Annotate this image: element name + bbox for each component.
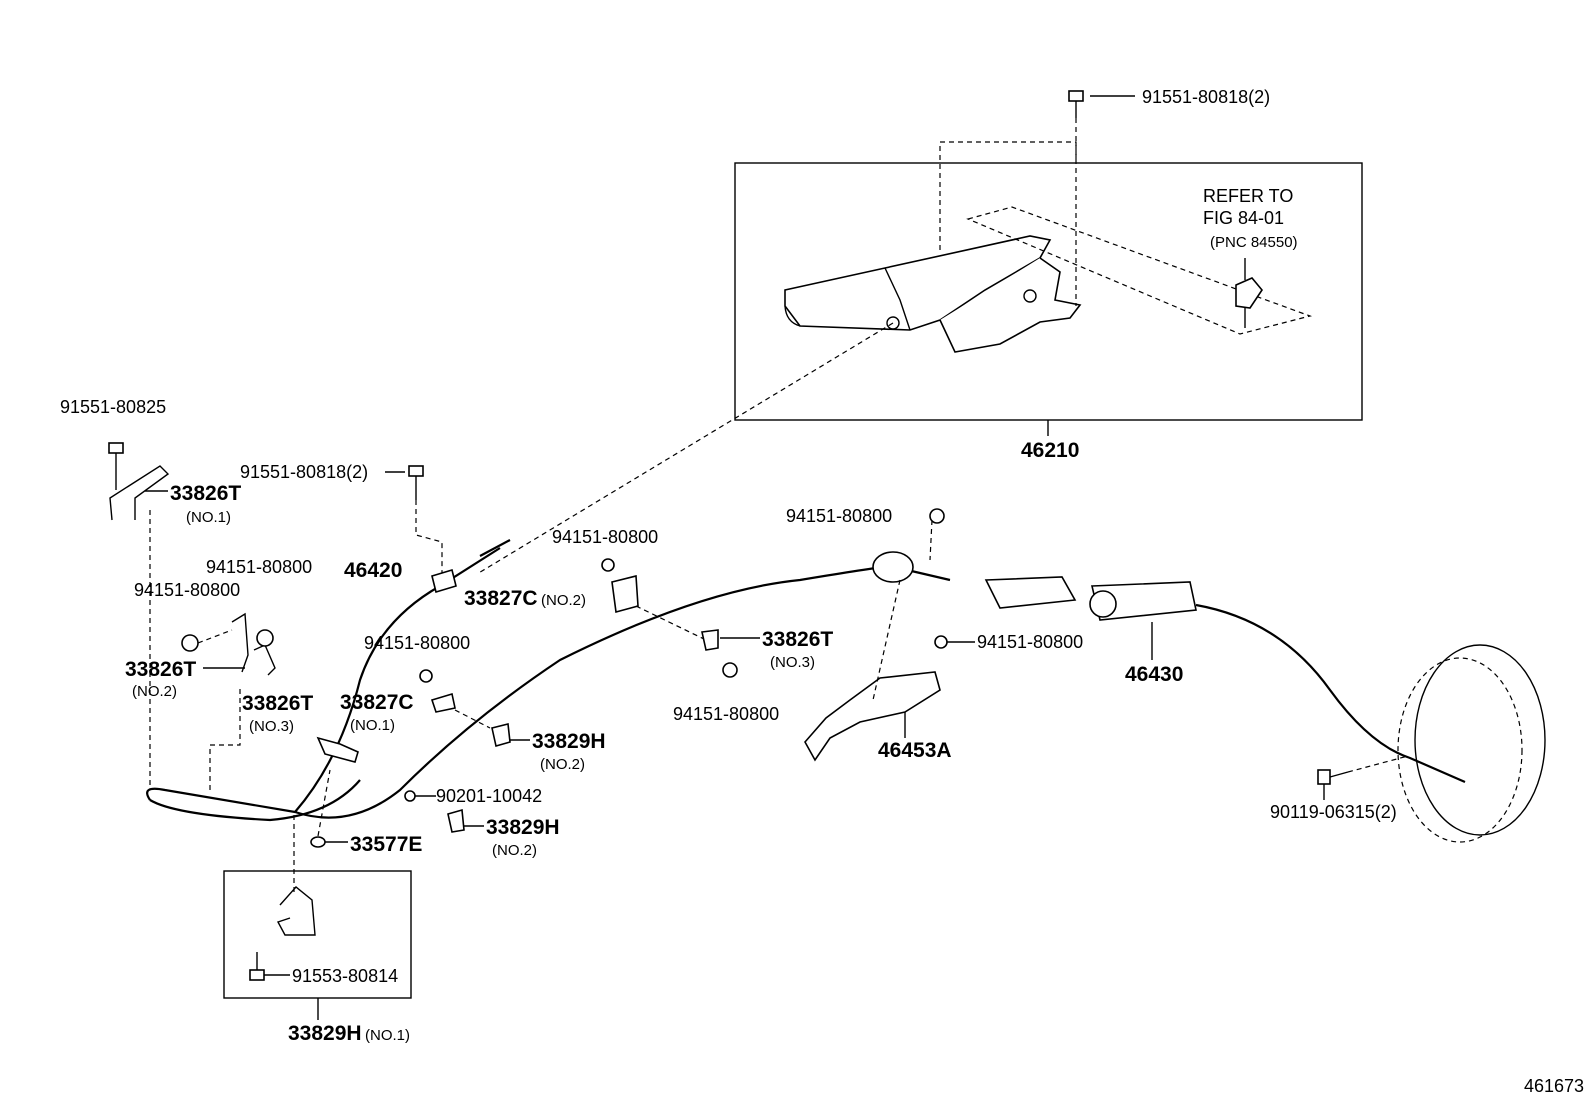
label-94151-80800-c: 94151-80800 [552,527,658,547]
label-91553-80814: 91553-80814 [292,966,398,986]
label-33829H-no2-b-sub: (NO.2) [492,842,537,859]
label-33826T-no2-sub: (NO.2) [132,683,177,700]
clip-33829H-no2 [491,723,511,748]
washer-icon [404,790,416,802]
bolt-icon [1068,90,1135,163]
clamp-33827C-no2 [431,568,457,594]
bracket-33826T-no3-right [701,629,719,651]
clamp-on-cable [316,736,359,763]
label-33826T-no2: 33826T [125,658,196,681]
label-33829H-no2-b: 33829H [486,816,560,839]
label-94151-80800-d: 94151-80800 [364,633,470,653]
bracket-33829H-no1 [276,886,316,936]
label-46420: 46420 [344,559,402,582]
bolt-icon [249,969,265,981]
label-46430: 46430 [1125,663,1183,686]
label-33826T-no3-right: 33826T [762,628,833,651]
clamp-33827C-no1 [430,692,456,713]
bolt-icon [108,442,124,454]
label-90119-06315: 90119-06315(2) [1270,802,1397,822]
label-91551-80818-top: 91551-80818(2) [1142,87,1270,107]
bolt-icon [1317,769,1331,785]
label-33827C-no1: 33827C [340,691,414,714]
label-46453A: 46453A [878,739,952,762]
label-33829H-no1: 33829H [288,1022,362,1045]
nut-icon [181,634,199,652]
label-94151-80800-f: 94151-80800 [673,704,779,724]
label-33826T-no3: 33826T [242,692,313,715]
nut-icon [256,629,274,647]
label-94151-80800-a: 94151-80800 [206,557,312,577]
rear-cable-46430 [984,576,1466,784]
refer-note-line3: (PNC 84550) [1210,234,1298,251]
brake-drum [1397,644,1546,843]
label-33827C-no2-sub: (NO.2) [541,592,586,609]
label-33827C-no2: 33827C [464,587,538,610]
label-94151-80800-b: 94151-80800 [134,580,240,600]
label-46210: 46210 [1021,439,1079,462]
label-33826T-no1-sub: (NO.1) [186,509,231,526]
label-33829H-no1-sub: (NO.1) [365,1027,410,1044]
clip-33829H-no2-lower [447,808,465,833]
label-33826T-no1: 33826T [170,482,241,505]
label-91551-80825: 91551-80825 [60,397,166,417]
nut-icon [601,558,615,572]
nut-icon [419,669,433,683]
grommet-33577E [310,836,326,848]
nut-icon [722,662,738,678]
lever-assembly-box [734,141,1363,421]
label-91551-80818-left: 91551-80818(2) [240,462,368,482]
nut-icon [934,635,948,649]
figure-id: 461673 [1524,1076,1584,1096]
nut-icon [929,508,945,524]
label-94151-80800-g: 94151-80800 [977,632,1083,652]
label-33827C-no1-sub: (NO.1) [350,717,395,734]
label-90201-10042: 90201-10042 [436,786,542,806]
bracket-33826T-no2 [231,612,249,673]
label-94151-80800-e: 94151-80800 [786,506,892,526]
bracket-33826T-no3 [253,644,276,676]
bolt-icon [408,465,424,477]
label-33829H-no2-a: 33829H [532,730,606,753]
bracket-46453A [804,671,941,762]
label-33826T-no3-right-sub: (NO.3) [770,654,815,671]
label-33826T-no3-sub: (NO.3) [249,718,294,735]
front-cable-46420 [294,539,511,813]
refer-note-line2: FIG 84-01 [1203,208,1284,228]
clamp-33827C-no2 [611,574,639,614]
refer-note-line1: REFER TO [1203,186,1293,206]
equalizer [872,551,914,583]
label-33577E: 33577E [350,833,422,856]
bracket-33826T-no1 [109,465,170,521]
label-33829H-no2-a-sub: (NO.2) [540,756,585,773]
